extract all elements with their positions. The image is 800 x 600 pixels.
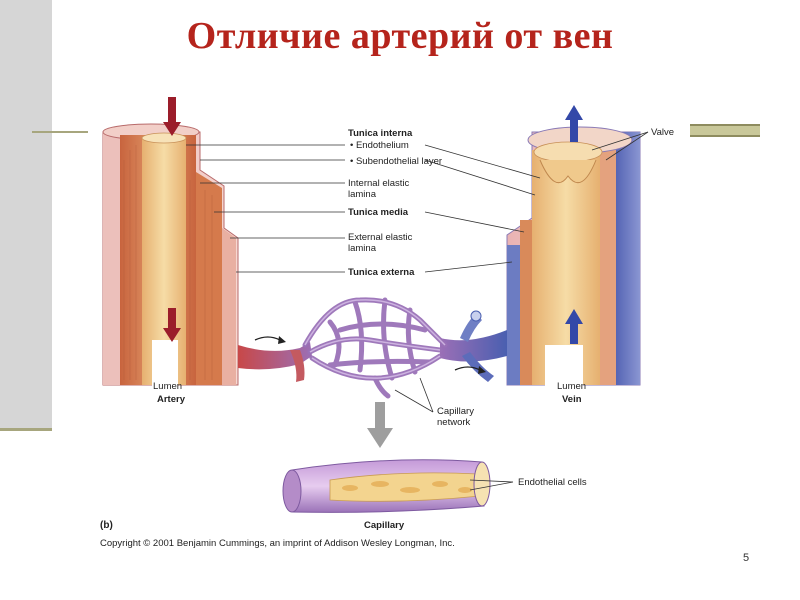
left-decor-bar	[0, 0, 52, 428]
label-capillary-network-2: network	[437, 417, 471, 428]
label-capillary-network-1: Capillary	[437, 406, 474, 417]
label-lumen-vein: Lumen	[557, 381, 586, 392]
slide-title: Отличие артерий от вен	[186, 15, 614, 57]
artery-illustration	[102, 97, 239, 386]
label-endothelial-cells: Endothelial cells	[518, 477, 587, 488]
copyright-text: Copyright © 2001 Benjamin Cummings, an i…	[100, 538, 455, 549]
label-external-elastic-lamina-1: External elastic	[348, 232, 413, 243]
label-external-elastic-lamina-2: lamina	[348, 243, 377, 254]
page-number: 5	[743, 552, 750, 564]
label-endothelium: • Endothelium	[350, 140, 409, 151]
label-tunica-interna: Tunica interna	[348, 128, 413, 139]
capillary-network-illustration	[238, 297, 507, 448]
label-internal-elastic-lamina-1: Internal elastic	[348, 178, 410, 189]
label-subendothelial-layer: • Subendothelial layer	[350, 156, 442, 167]
capillary-illustration	[282, 459, 491, 513]
label-valve: Valve	[651, 127, 674, 138]
panel-label: (b)	[100, 520, 113, 531]
label-tunica-media: Tunica media	[348, 207, 409, 218]
label-vein: Vein	[562, 394, 582, 405]
decor-bar-right	[690, 124, 760, 137]
leader-lines	[186, 131, 649, 491]
diagram-labels: Tunica interna • Endothelium • Subendoth…	[153, 127, 674, 531]
left-decor-underline	[0, 428, 52, 431]
vein-illustration	[506, 105, 641, 387]
label-lumen-artery: Lumen	[153, 381, 182, 392]
label-internal-elastic-lamina-2: lamina	[348, 189, 377, 200]
decor-line-left	[32, 131, 88, 133]
label-capillary: Capillary	[364, 520, 405, 531]
label-artery: Artery	[157, 394, 186, 405]
label-tunica-externa: Tunica externa	[348, 267, 415, 278]
